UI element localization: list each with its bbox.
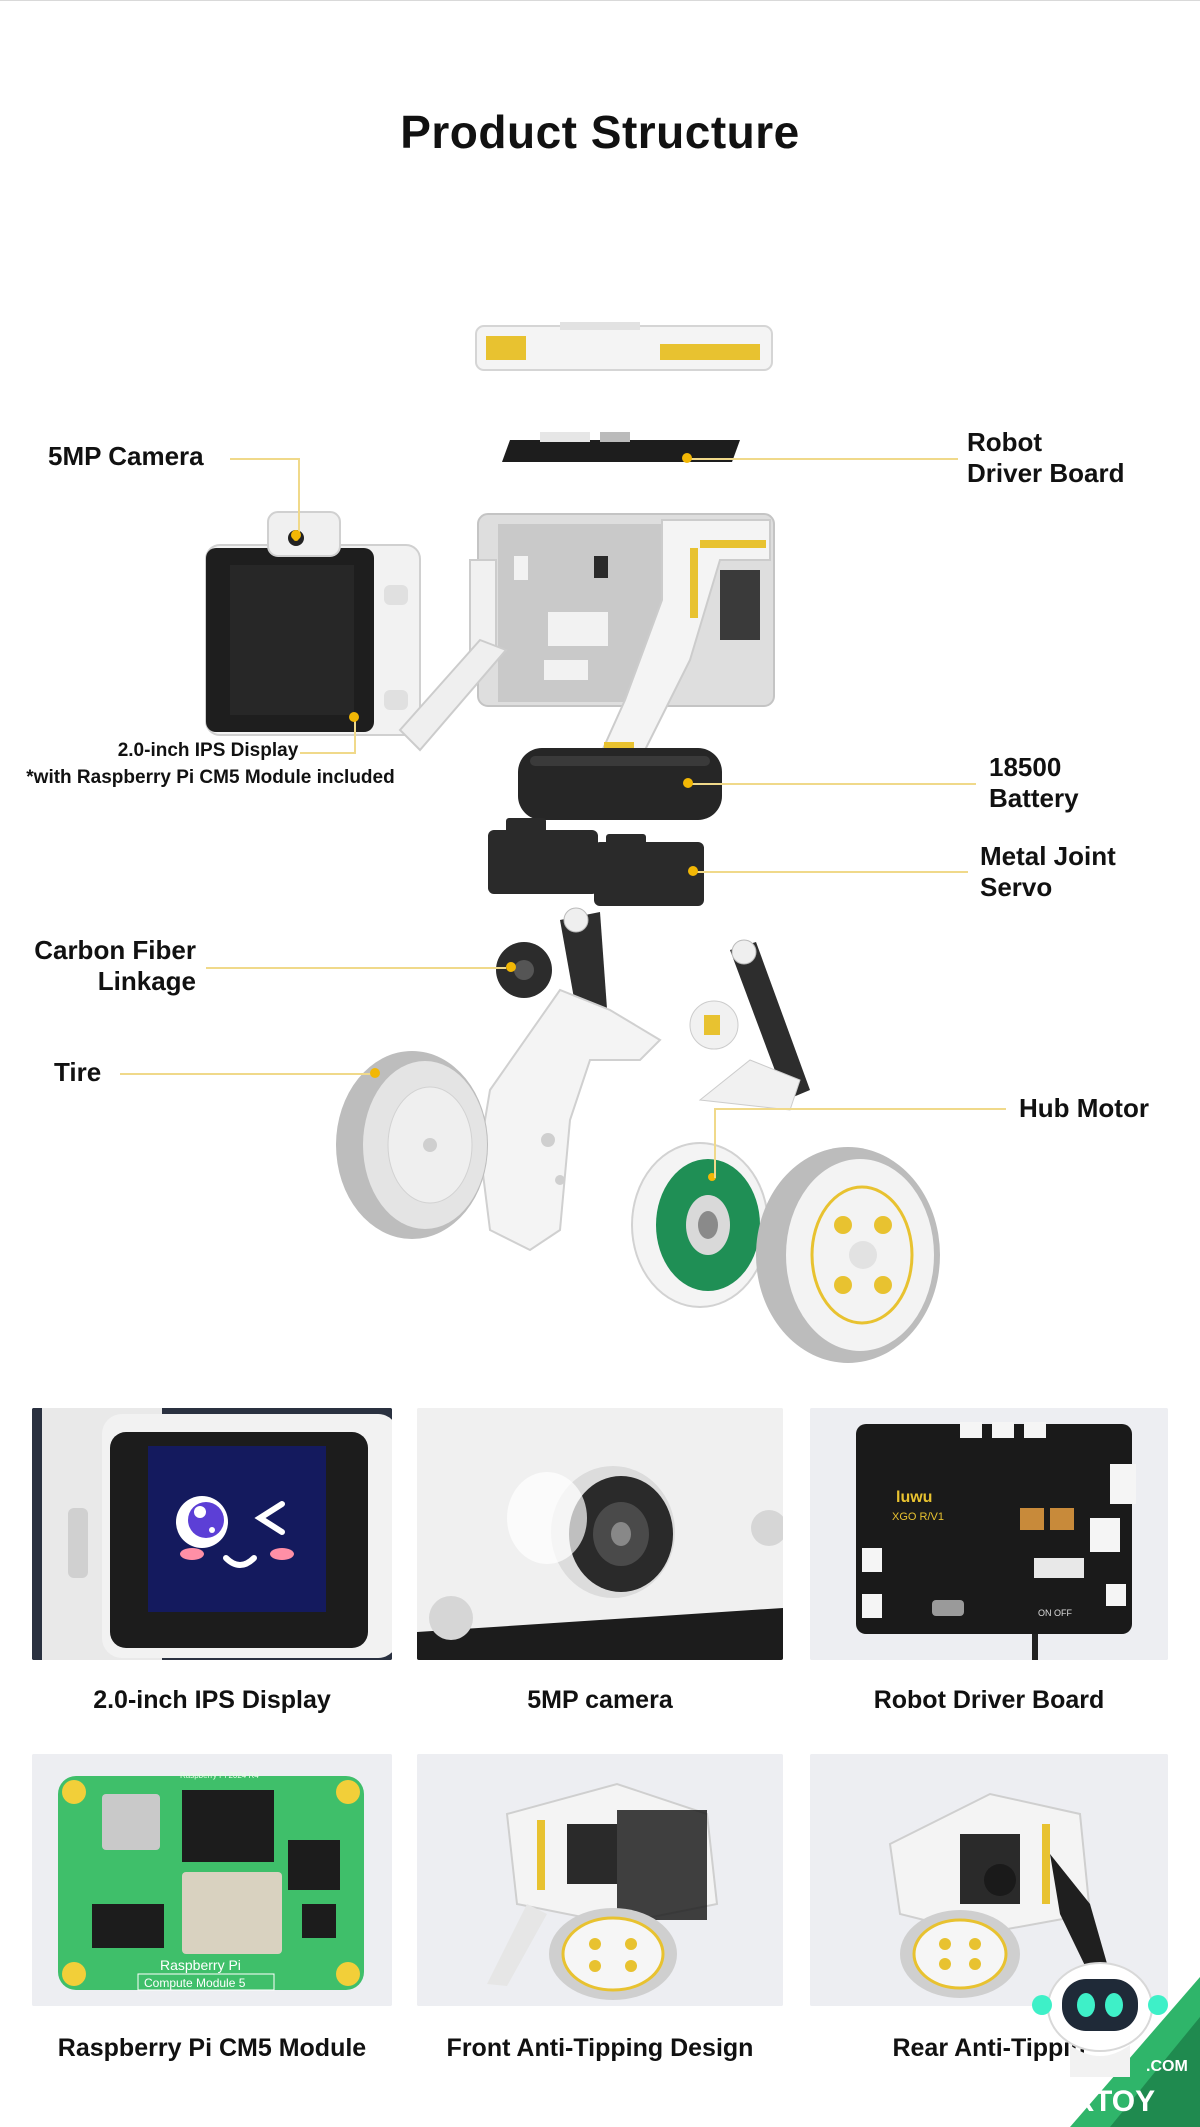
dot-servo	[688, 866, 698, 876]
board-brand-text: luwu	[896, 1489, 932, 1506]
left-tire-part	[336, 1051, 488, 1239]
caption-front-anti-tipping: Front Anti-Tipping Design	[446, 2034, 754, 2062]
caption-ips-display: 2.0-inch IPS Display	[93, 1686, 331, 1714]
caption-driver-board: Robot Driver Board	[873, 1686, 1105, 1714]
dot-linkage	[506, 962, 516, 972]
leader-hub-motor-v	[714, 1108, 716, 1178]
servo-parts	[488, 818, 704, 906]
cm5-line2-text: Compute Module 5	[144, 1976, 246, 1990]
camera-photo	[417, 1408, 783, 1660]
watermark-com: .COM	[1146, 2058, 1188, 2075]
leader-battery	[690, 783, 976, 785]
driver-board-photo: luwu XGO R/V1 ON OFF	[810, 1408, 1168, 1660]
label-display: 2.0-inch IPS Display	[117, 740, 299, 761]
hub-motor-part	[631, 1142, 769, 1308]
leader-display	[300, 752, 356, 754]
leader-driver-board	[690, 458, 958, 460]
main-body-part	[398, 513, 775, 812]
top-shell-part	[475, 322, 773, 371]
battery-part	[518, 748, 722, 820]
tile-cm5-module: Raspberry Pi 2024 R4 Raspberry Pi Comput…	[32, 1754, 392, 2006]
label-battery: 18500 Battery	[989, 752, 1079, 813]
right-leg-part	[689, 939, 810, 1111]
label-display-note: *with Raspberry Pi CM5 Module included	[26, 767, 395, 788]
cm5-line1-text: Raspberry Pi	[160, 1957, 241, 1973]
cm5-header-text: Raspberry Pi 2024 R4	[180, 1771, 259, 1780]
leader-hub-motor	[716, 1108, 1006, 1110]
display-module-part	[205, 511, 421, 736]
tile-ips-display	[32, 1408, 392, 1660]
board-model-text: XGO R/V1	[892, 1511, 944, 1523]
tile-front-anti-tipping	[417, 1754, 783, 2006]
leader-camera	[230, 458, 300, 460]
dot-tire	[370, 1068, 380, 1078]
exploded-diagram	[205, 322, 940, 1363]
driver-board-part	[502, 432, 740, 462]
caption-rear-anti-tipping: Rear Anti-Tippin	[892, 2034, 1086, 2062]
label-linkage: Carbon Fiber Linkage	[34, 935, 196, 996]
front-robot-photo	[417, 1754, 783, 2006]
cm5-module-photo: Raspberry Pi 2024 R4 Raspberry Pi Comput…	[32, 1754, 392, 2006]
dot-battery	[683, 778, 693, 788]
watermark-brand: AIXTOY	[1044, 2085, 1155, 2118]
label-servo: Metal Joint Servo	[980, 841, 1116, 902]
leader-tire	[120, 1073, 374, 1075]
caption-camera: 5MP camera	[527, 1686, 673, 1714]
leader-camera-v	[298, 458, 300, 536]
caption-cm5-module: Raspberry Pi CM5 Module	[57, 2034, 367, 2062]
leader-linkage	[206, 967, 506, 969]
leader-servo	[696, 871, 968, 873]
tile-driver-board: luwu XGO R/V1 ON OFF	[810, 1408, 1168, 1660]
right-tire-part	[756, 1147, 940, 1363]
aixtoy-watermark: .COM AIXTOY	[1000, 1927, 1200, 2127]
top-divider	[0, 0, 1200, 1]
label-driver-board: Robot Driver Board	[967, 427, 1125, 488]
label-camera: 5MP Camera	[48, 441, 204, 471]
left-leg-part	[478, 907, 662, 1252]
dot-driver-board	[682, 453, 692, 463]
leader-display-v	[354, 720, 356, 754]
dot-camera	[291, 530, 301, 540]
label-hub-motor: Hub Motor	[1019, 1093, 1149, 1123]
label-tire: Tire	[54, 1057, 102, 1087]
ips-display-photo	[32, 1408, 392, 1660]
page-title: Product Structure	[400, 106, 800, 158]
aixtoy-logo-icon: .COM AIXTOY	[1032, 1962, 1200, 2127]
tile-camera	[417, 1408, 783, 1660]
dot-display	[349, 712, 359, 722]
board-switch-text: ON OFF	[1038, 1608, 1072, 1618]
